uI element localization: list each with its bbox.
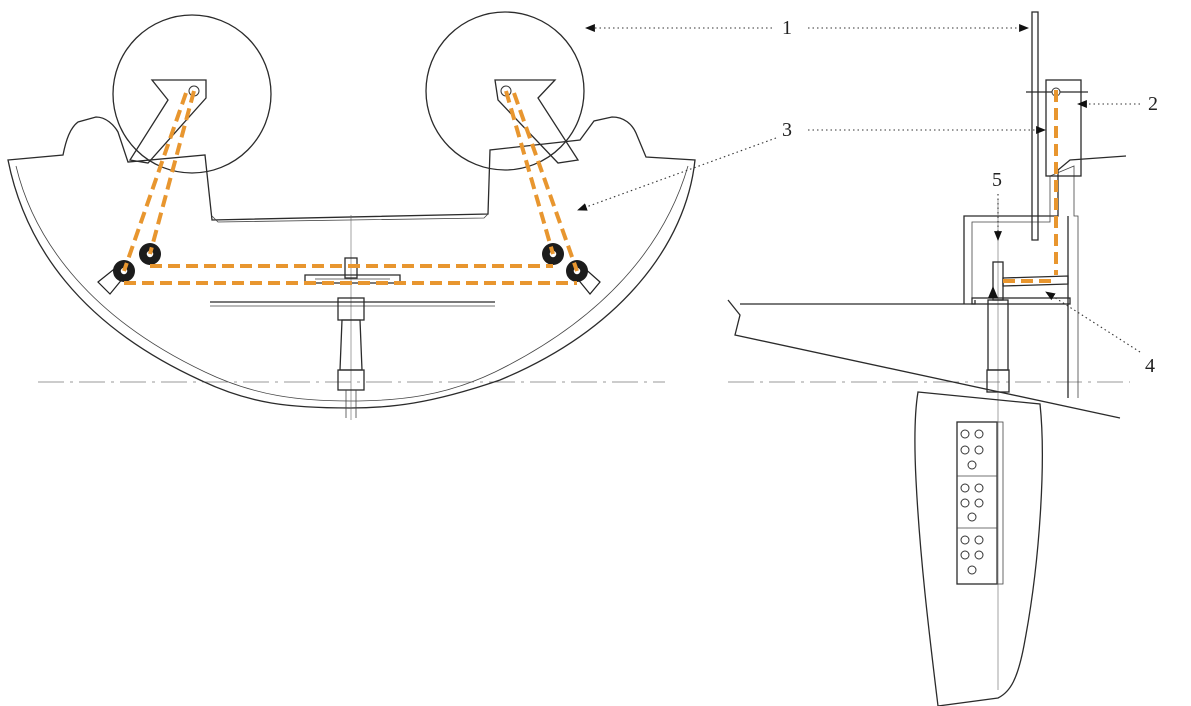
rudder-blade: [914, 391, 1043, 706]
callout-1: 1: [585, 17, 1029, 39]
steering-cable-side-view: [1003, 90, 1058, 283]
wheel-edge-view: [1031, 11, 1039, 241]
callout-5: 5: [988, 169, 1002, 298]
hull-side-profile: [727, 299, 1121, 419]
steering-wheel-right: [425, 11, 585, 171]
stock-bearing: [986, 369, 1010, 393]
callout-label-3: 3: [782, 119, 792, 141]
callout-label-1: 1: [782, 17, 792, 39]
rudder-bearing-lower: [337, 369, 365, 391]
callout-label-2: 2: [1148, 93, 1158, 115]
hull-inner-line: [15, 165, 689, 402]
stern-view: [7, 11, 696, 420]
deck-plate: [971, 297, 1071, 305]
pedestal-bracket-right: [494, 79, 580, 164]
callout-3: 3: [577, 119, 1046, 211]
cockpit-side: [963, 155, 1127, 304]
callout-label-4: 4: [1145, 355, 1155, 377]
tiller-arm: [1002, 275, 1069, 287]
rotation-arrow: [988, 286, 998, 298]
cockpit-side-inner: [971, 165, 1079, 398]
pedestal-side: [1045, 79, 1082, 177]
callout-4: 4: [1045, 291, 1155, 377]
callout-label-5: 5: [992, 169, 1002, 191]
steering-wheel-left: [112, 14, 272, 174]
pedestal-bracket-left: [128, 79, 207, 164]
deck-line: [740, 300, 976, 305]
side-view: [727, 11, 1130, 706]
steering-cables-left-view: [122, 90, 579, 285]
rudder-fittings: [956, 421, 1004, 585]
callout-2: 2: [1077, 93, 1158, 115]
hull-outline: [7, 116, 696, 409]
